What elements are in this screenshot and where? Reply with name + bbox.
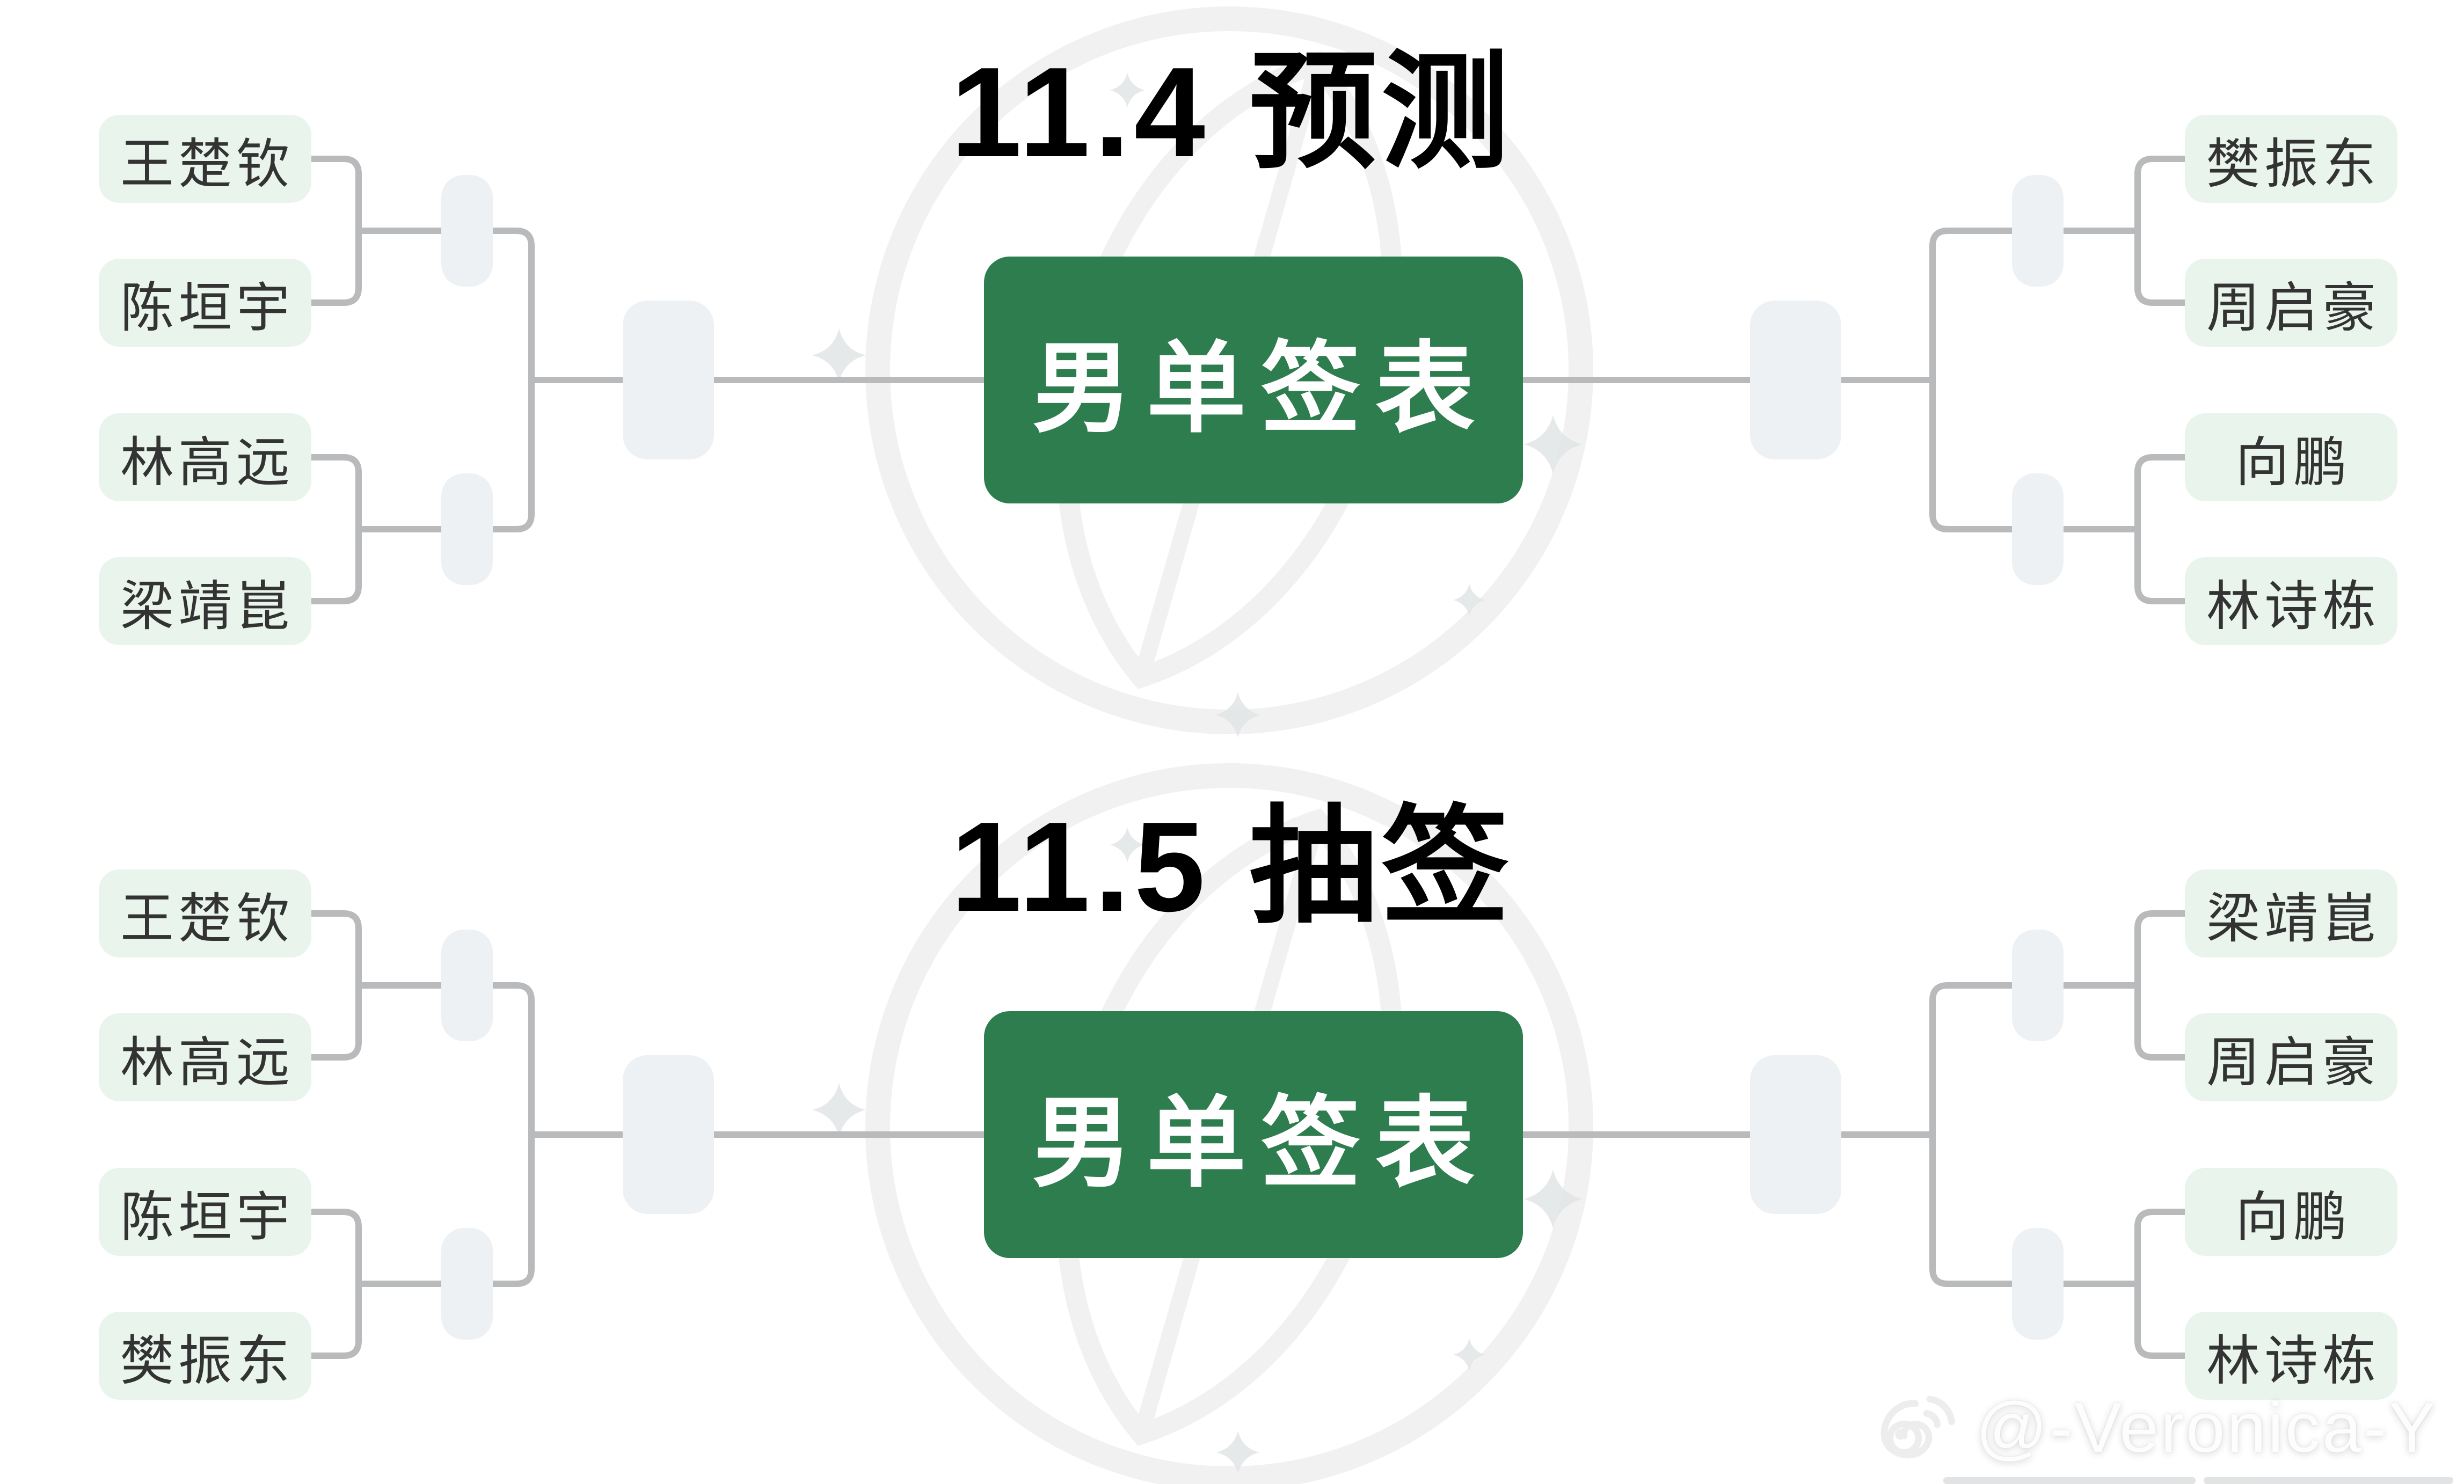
player-box: 陈垣宇 [99,1168,311,1256]
section-title: 11.5 抽签 [950,796,1514,938]
bracket-connectors [307,910,2190,1359]
center-label: 男单签表 [984,1011,1523,1258]
player-box: 梁靖崑 [2185,869,2397,957]
match-node [2012,473,2064,585]
semifinal-node [1750,301,1841,459]
match-node [441,930,493,1041]
player-box: 梁靖崑 [99,557,311,645]
match-node [441,473,493,585]
player-box: 周启豪 [2185,259,2397,347]
center-label: 男单签表 [984,257,1523,503]
watermark-handle: @-Veronica-Y [1975,1388,2437,1467]
section-11-5-draw: 11.5 抽签 王楚钦 林高远 陈垣宇 樊振东 男单签表 梁靖崑 周启豪 向鹏 … [0,755,2464,1452]
bracket-connectors [307,156,2190,604]
player-box: 周启豪 [2185,1013,2397,1101]
semifinal-node [623,301,714,459]
semifinal-node [1750,1055,1841,1214]
match-node [2012,175,2064,287]
player-box: 林高远 [99,1013,311,1101]
match-node [441,175,493,287]
match-node [441,1228,493,1340]
player-box: 樊振东 [2185,115,2397,203]
player-box: 向鹏 [2185,413,2397,501]
watermark-credit: @-Veronica-Y [1876,1387,2437,1468]
player-box: 林高远 [99,413,311,501]
player-box: 王楚钦 [99,869,311,957]
player-box: 王楚钦 [99,115,311,203]
player-box: 林诗栋 [2185,1312,2397,1400]
player-box: 樊振东 [99,1312,311,1400]
player-box: 林诗栋 [2185,557,2397,645]
section-11-4-prediction: 11.4 预测 王楚钦 陈垣宇 林高远 梁靖崑 男单签表 樊振东 周启豪 向鹏 … [0,0,2464,698]
player-box: 向鹏 [2185,1168,2397,1256]
player-box: 陈垣宇 [99,259,311,347]
match-node [2012,1228,2064,1340]
semifinal-node [623,1055,714,1214]
weibo-icon [1881,1395,1956,1458]
section-title: 11.4 预测 [950,41,1514,184]
match-node [2012,930,2064,1041]
